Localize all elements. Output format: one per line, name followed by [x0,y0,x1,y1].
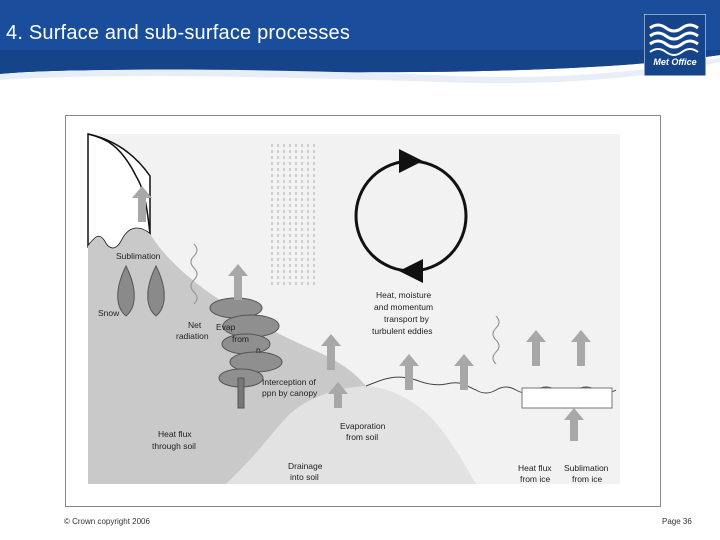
eddy-arrow-lower [399,215,468,283]
label-net-radiation-2: radiation [176,331,209,341]
met-office-wave-icon [643,13,707,77]
conifer-trees [117,264,165,317]
label-evap-from-3: n [256,345,261,355]
flux-arrows [132,186,591,441]
label-evap-from-1: Evap [216,322,236,332]
label-heat-moisture-2: and momentum [374,302,433,312]
label-net-radiation-1: Net [188,320,202,330]
radiation-squiggles [190,243,500,365]
soil-layer [226,386,476,484]
label-evap-from-2: from [232,334,249,344]
deciduous-canopy [209,297,283,409]
diagram-frame: Sublimation Snow Net radiation Evap from… [65,115,661,507]
label-snow: Snow [98,308,120,318]
label-drainage-1: Drainage [288,461,323,471]
header-swoosh [0,0,720,84]
copyright-notice: © Crown copyright 2006 [64,517,150,526]
label-heat-moisture-4: turbulent eddies [372,326,433,336]
label-heat-moisture-3: transport by [384,314,430,324]
sea-ice-block [521,387,613,409]
slide-title: 4. Surface and sub-surface processes [6,22,351,44]
label-sublimation-ice-1: Sublimation [564,463,609,473]
label-sublimation-ice-2: from ice [572,474,603,484]
label-interception-2: ppn by canopy [262,388,318,398]
label-evap-soil-2: from soil [346,432,378,442]
met-office-logo: Met Office [643,13,707,77]
logo-text: Met Office [653,57,697,67]
label-heat-flux-soil-2: through soil [152,441,196,451]
surface-processes-diagram: Sublimation Snow Net radiation Evap from… [87,133,620,484]
label-heat-flux-ice-2: from ice [520,474,551,484]
slide-header: 4. Surface and sub-surface processes Met… [0,0,720,100]
eddy-arrow-upper [354,149,423,217]
label-heat-moisture-1: Heat, moisture [376,290,432,300]
label-interception-1: Interception of [262,377,317,387]
label-sublimation: Sublimation [116,251,161,261]
label-heat-flux-ice-1: Heat flux [518,463,552,473]
label-heat-flux-soil-1: Heat flux [158,429,192,439]
label-evap-soil-1: Evaporation [340,421,386,431]
page-number: Page 36 [662,517,692,526]
label-drainage-2: into soil [290,472,319,482]
